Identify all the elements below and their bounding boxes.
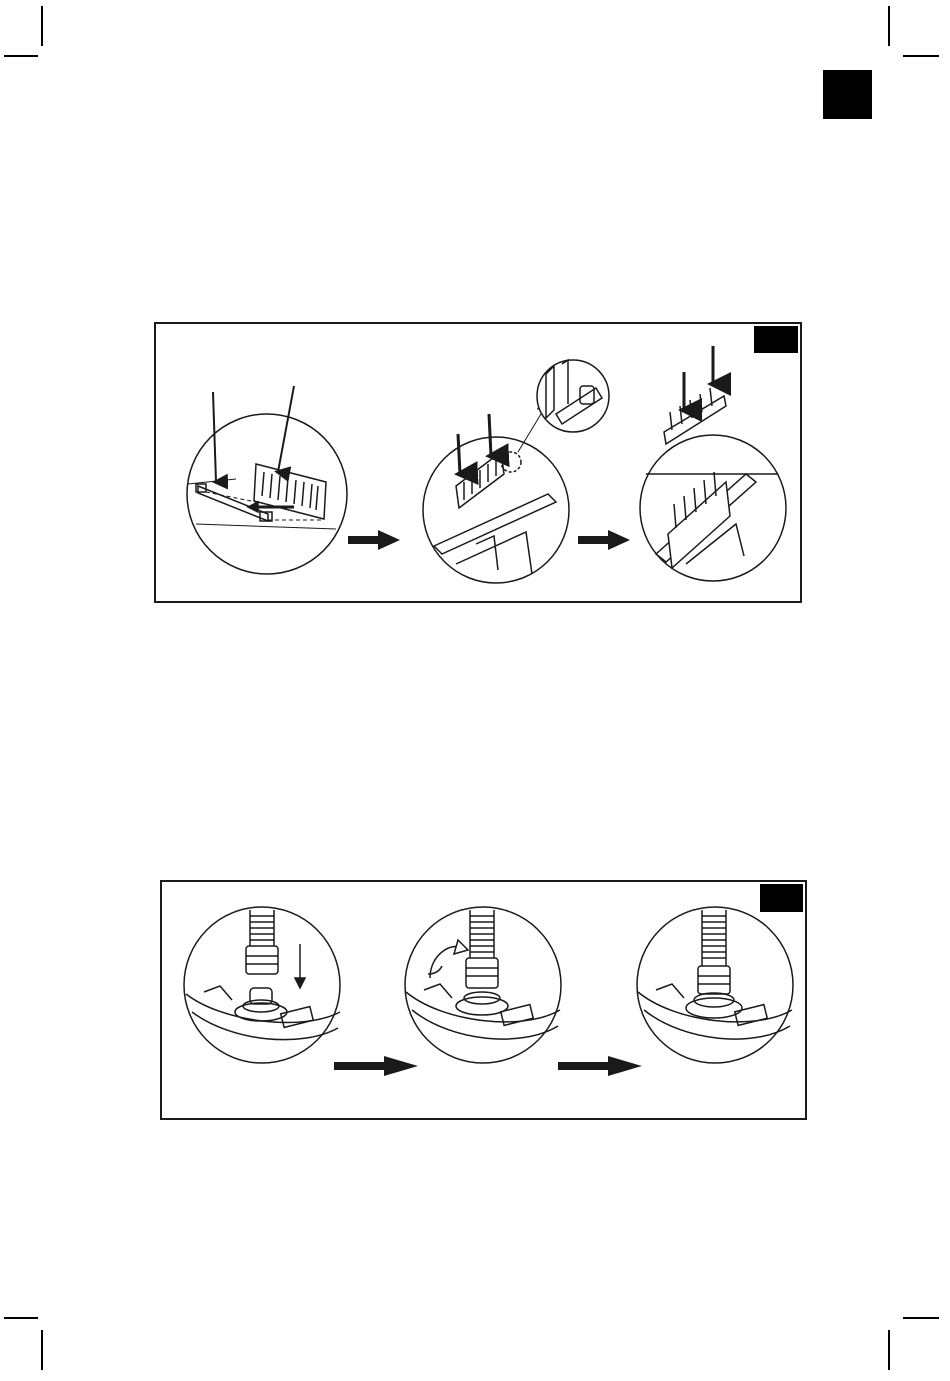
- step-arrow-2: [578, 530, 630, 550]
- panel-rack-installed: [640, 435, 786, 581]
- figure-2-illustration: [162, 882, 809, 1122]
- panel-hose-connected: [637, 907, 793, 1063]
- figure-1: [154, 322, 802, 603]
- language-tab: [823, 70, 872, 119]
- figure-1-illustration: [156, 324, 804, 605]
- crop-mark-top-left-v: [41, 6, 43, 46]
- crop-mark-bottom-right-v: [888, 1330, 890, 1370]
- crop-mark-top-left-h: [4, 55, 38, 57]
- crop-mark-top-right-h: [903, 55, 939, 57]
- zoom-inset-clip: [537, 360, 609, 432]
- panel-hose-screw-on: [405, 907, 561, 1063]
- crop-mark-bottom-left-h: [4, 1317, 38, 1319]
- step-arrow-1: [334, 1056, 418, 1076]
- crop-mark-top-right-v: [888, 6, 890, 46]
- figure-2: [160, 880, 807, 1120]
- panel-insert-rack: [423, 409, 569, 583]
- step-arrow-2: [558, 1056, 642, 1076]
- panel-attach-rail: [187, 386, 347, 574]
- crop-mark-bottom-left-v: [41, 1330, 43, 1370]
- step-arrow-1: [348, 530, 400, 550]
- crop-mark-bottom-right-h: [903, 1317, 939, 1319]
- panel-hose-align: [184, 907, 340, 1063]
